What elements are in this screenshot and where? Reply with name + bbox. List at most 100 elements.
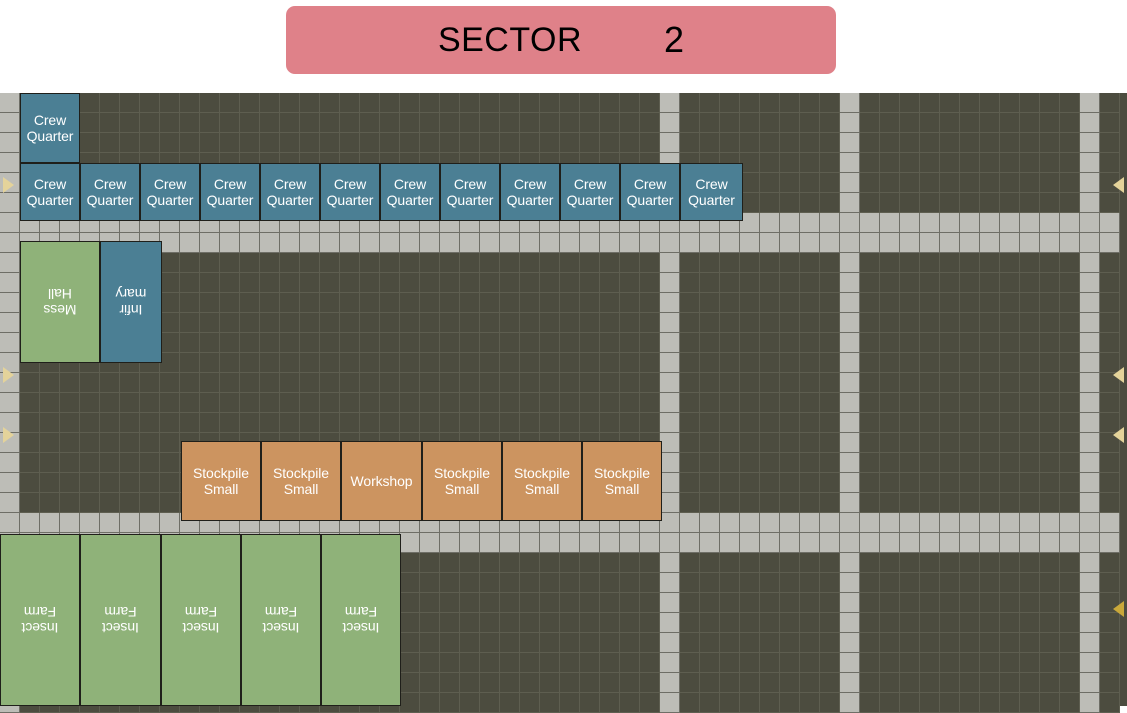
floor-cell[interactable]: [900, 293, 920, 313]
floor-cell[interactable]: [900, 313, 920, 333]
floor-cell[interactable]: [1040, 573, 1060, 593]
floor-cell[interactable]: [900, 333, 920, 353]
corridor-cell[interactable]: [200, 233, 220, 253]
floor-cell[interactable]: [200, 353, 220, 373]
floor-cell[interactable]: [900, 633, 920, 653]
corridor-cell[interactable]: [660, 353, 680, 373]
floor-cell[interactable]: [420, 373, 440, 393]
corridor-cell[interactable]: [660, 313, 680, 333]
floor-cell[interactable]: [1000, 113, 1020, 133]
floor-cell[interactable]: [940, 613, 960, 633]
floor-cell[interactable]: [940, 333, 960, 353]
corridor-cell[interactable]: [1020, 213, 1040, 233]
corridor-cell[interactable]: [840, 333, 860, 353]
corridor-cell[interactable]: [1080, 513, 1100, 533]
floor-cell[interactable]: [1020, 153, 1040, 173]
floor-cell[interactable]: [960, 253, 980, 273]
corridor-cell[interactable]: [820, 233, 840, 253]
floor-cell[interactable]: [160, 473, 180, 493]
floor-cell[interactable]: [500, 113, 520, 133]
corridor-cell[interactable]: [840, 293, 860, 313]
floor-cell[interactable]: [940, 393, 960, 413]
floor-cell[interactable]: [720, 493, 740, 513]
floor-cell[interactable]: [1000, 673, 1020, 693]
corridor-cell[interactable]: [1060, 213, 1080, 233]
floor-cell[interactable]: [1040, 613, 1060, 633]
floor-cell[interactable]: [720, 253, 740, 273]
floor-cell[interactable]: [800, 153, 820, 173]
floor-cell[interactable]: [400, 633, 420, 653]
floor-cell[interactable]: [580, 373, 600, 393]
floor-cell[interactable]: [1060, 613, 1080, 633]
floor-cell[interactable]: [1020, 553, 1040, 573]
floor-cell[interactable]: [980, 93, 1000, 113]
floor-cell[interactable]: [520, 393, 540, 413]
corridor-cell[interactable]: [1080, 173, 1100, 193]
corridor-cell[interactable]: [1080, 533, 1100, 553]
floor-cell[interactable]: [160, 253, 180, 273]
floor-cell[interactable]: [960, 433, 980, 453]
floor-cell[interactable]: [1000, 613, 1020, 633]
floor-cell[interactable]: [440, 373, 460, 393]
floor-cell[interactable]: [680, 593, 700, 613]
floor-cell[interactable]: [760, 433, 780, 453]
corridor-cell[interactable]: [840, 253, 860, 273]
floor-cell[interactable]: [960, 133, 980, 153]
floor-cell[interactable]: [380, 313, 400, 333]
floor-cell[interactable]: [580, 653, 600, 673]
floor-cell[interactable]: [920, 333, 940, 353]
floor-cell[interactable]: [680, 293, 700, 313]
floor-cell[interactable]: [80, 113, 100, 133]
floor-cell[interactable]: [940, 653, 960, 673]
floor-cell[interactable]: [580, 613, 600, 633]
floor-cell[interactable]: [520, 333, 540, 353]
floor-cell[interactable]: [820, 193, 840, 213]
corridor-cell[interactable]: [1000, 513, 1020, 533]
floor-cell[interactable]: [800, 673, 820, 693]
corridor-cell[interactable]: [920, 233, 940, 253]
floor-cell[interactable]: [120, 393, 140, 413]
floor-cell[interactable]: [920, 413, 940, 433]
corridor-cell[interactable]: [1080, 653, 1100, 673]
floor-cell[interactable]: [680, 493, 700, 513]
floor-cell[interactable]: [560, 653, 580, 673]
floor-cell[interactable]: [1020, 273, 1040, 293]
floor-cell[interactable]: [1040, 93, 1060, 113]
floor-cell[interactable]: [160, 313, 180, 333]
floor-cell[interactable]: [500, 673, 520, 693]
floor-cell[interactable]: [920, 313, 940, 333]
floor-cell[interactable]: [780, 273, 800, 293]
floor-cell[interactable]: [140, 373, 160, 393]
floor-cell[interactable]: [80, 93, 100, 113]
corridor-cell[interactable]: [680, 233, 700, 253]
floor-cell[interactable]: [1060, 93, 1080, 113]
floor-cell[interactable]: [100, 113, 120, 133]
floor-cell[interactable]: [180, 413, 200, 433]
floor-cell[interactable]: [900, 133, 920, 153]
door-left-3-icon[interactable]: [3, 427, 14, 443]
floor-cell[interactable]: [20, 433, 40, 453]
floor-cell[interactable]: [940, 373, 960, 393]
floor-cell[interactable]: [480, 593, 500, 613]
floor-cell[interactable]: [1100, 653, 1120, 673]
floor-cell[interactable]: [440, 333, 460, 353]
floor-cell[interactable]: [780, 593, 800, 613]
floor-cell[interactable]: [940, 133, 960, 153]
floor-cell[interactable]: [760, 653, 780, 673]
floor-cell[interactable]: [740, 113, 760, 133]
floor-cell[interactable]: [200, 373, 220, 393]
corridor-cell[interactable]: [640, 533, 660, 553]
corridor-cell[interactable]: [840, 313, 860, 333]
floor-cell[interactable]: [780, 473, 800, 493]
floor-cell[interactable]: [120, 493, 140, 513]
corridor-cell[interactable]: [0, 293, 20, 313]
corridor-cell[interactable]: [0, 333, 20, 353]
floor-cell[interactable]: [340, 113, 360, 133]
floor-cell[interactable]: [160, 93, 180, 113]
floor-cell[interactable]: [800, 173, 820, 193]
floor-cell[interactable]: [540, 413, 560, 433]
floor-cell[interactable]: [800, 653, 820, 673]
floor-cell[interactable]: [920, 633, 940, 653]
corridor-cell[interactable]: [1080, 693, 1100, 713]
floor-cell[interactable]: [720, 673, 740, 693]
